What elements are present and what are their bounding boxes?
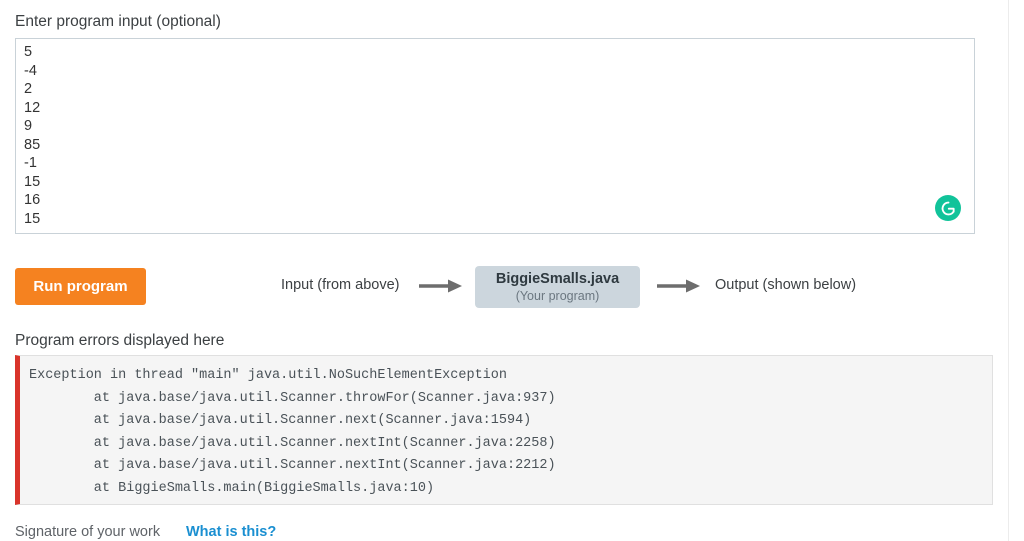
arrow-right-icon — [418, 277, 464, 295]
program-file-box: BiggieSmalls.java (Your program) — [475, 266, 640, 308]
flow-output-label: Output (shown below) — [715, 277, 857, 293]
page-edge-divider — [1008, 0, 1009, 541]
program-file-subtitle: (Your program) — [515, 288, 600, 303]
program-input-value: 5 -4 2 12 9 85 -1 15 16 15 — [24, 44, 41, 227]
flow-input-label: Input (from above) — [281, 277, 400, 293]
grammarly-icon[interactable] — [935, 195, 961, 221]
program-input-label: Enter program input (optional) — [15, 13, 221, 30]
program-errors-label: Program errors displayed here — [15, 332, 225, 349]
program-input-textarea[interactable]: 5 -4 2 12 9 85 -1 15 16 15 — [15, 38, 975, 234]
error-stack-trace: Exception in thread "main" java.util.NoS… — [29, 368, 556, 496]
what-is-this-link[interactable]: What is this? — [186, 524, 277, 540]
signature-label: Signature of your work — [15, 524, 161, 540]
arrow-right-icon — [656, 277, 702, 295]
program-file-name: BiggieSmalls.java — [495, 270, 620, 287]
program-errors-panel: Exception in thread "main" java.util.NoS… — [15, 355, 993, 505]
run-program-button[interactable]: Run program — [15, 268, 146, 305]
